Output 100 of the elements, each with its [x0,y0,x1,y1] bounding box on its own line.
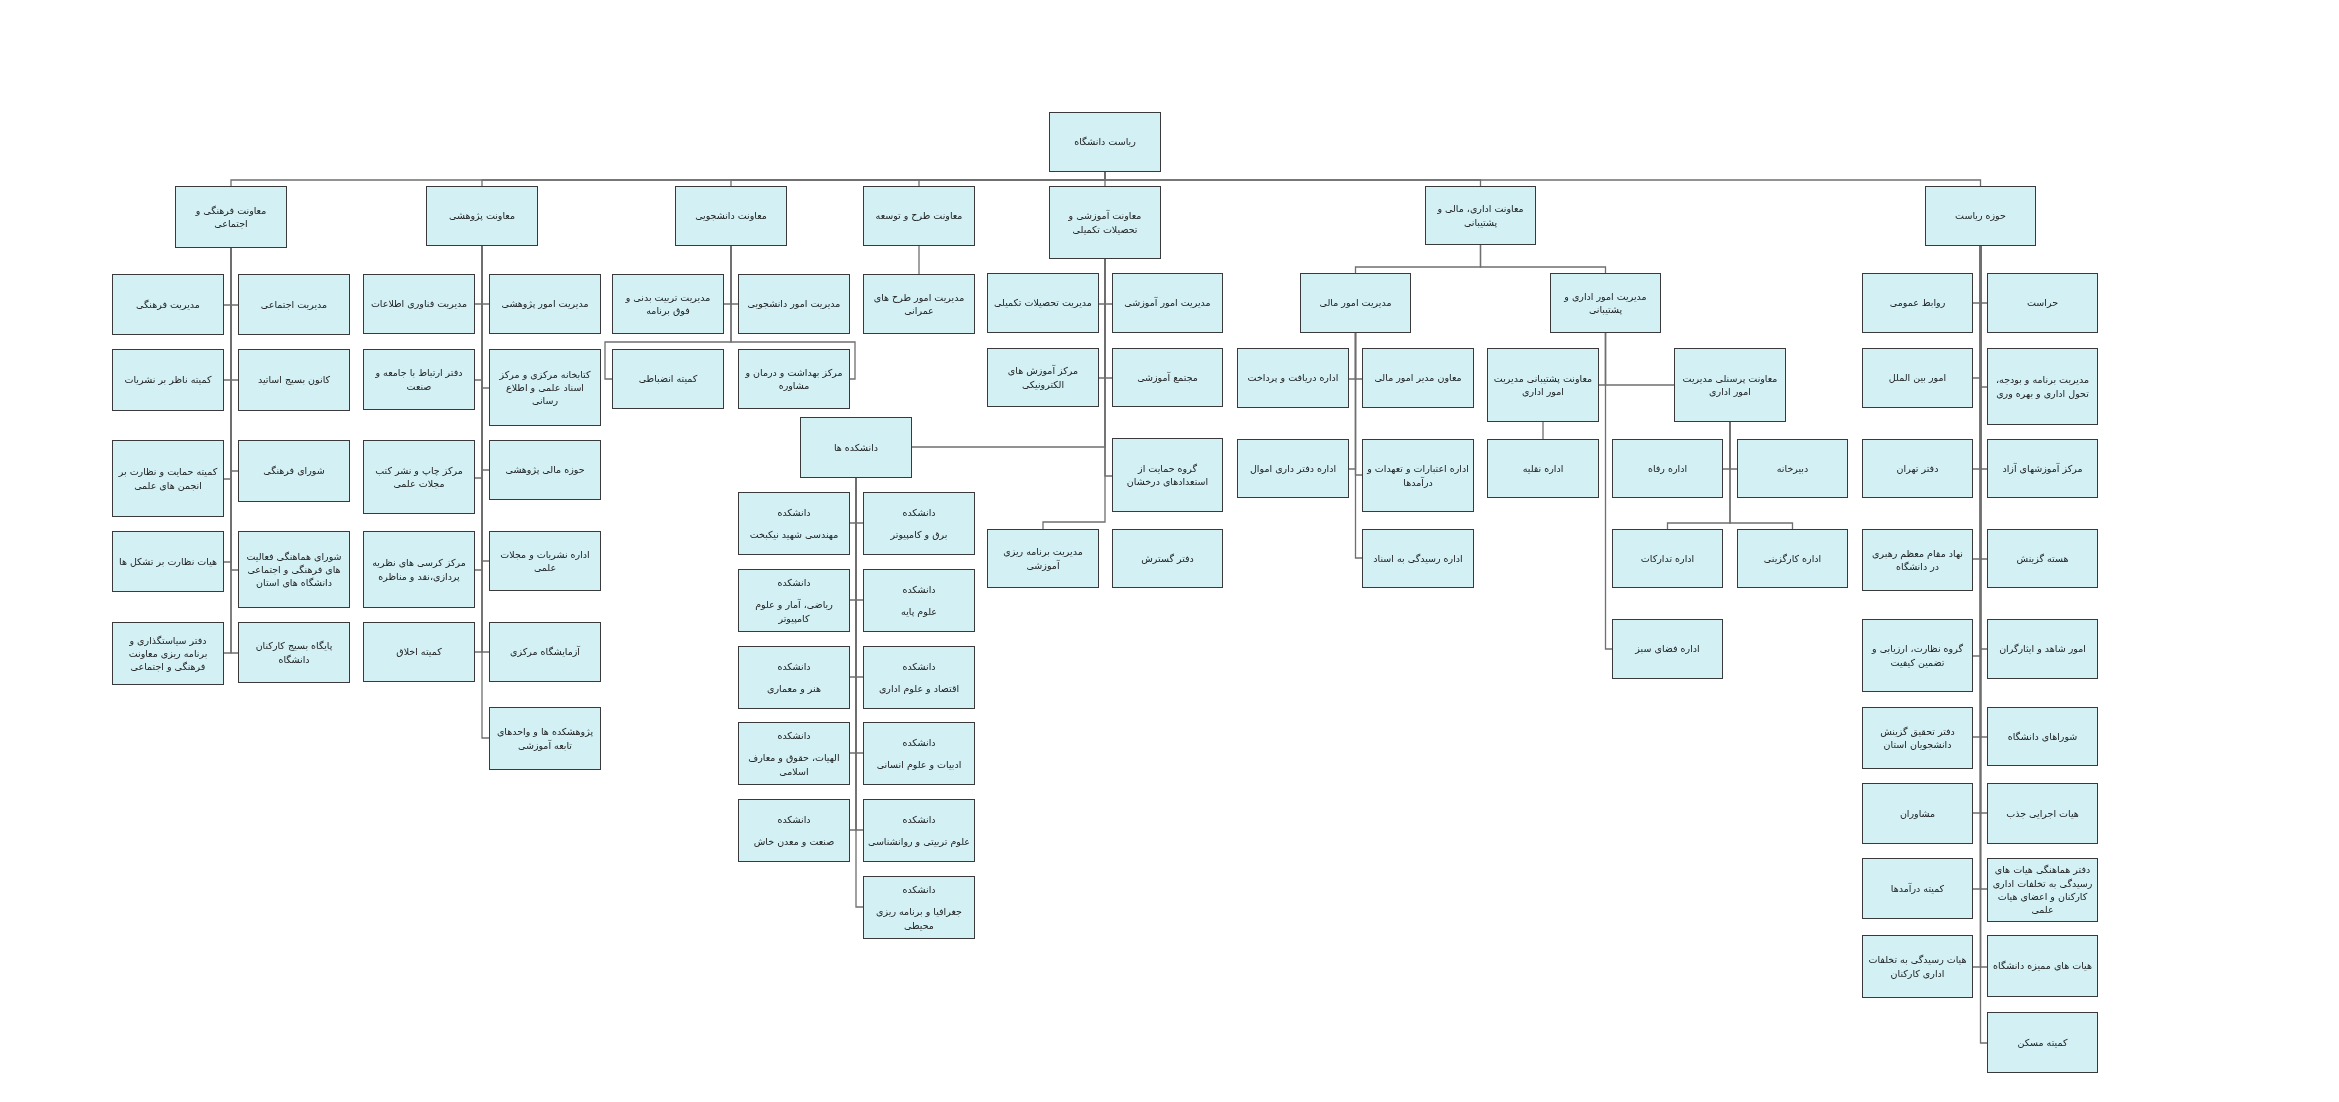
unit-label: شورای هماهنگی فعالیت های فرهنگی و اجتماعی دانشگاه های استان [245,549,343,590]
org-unit-box [1862,783,1973,844]
unit-label: کتابخانه مرکزی و مرکز اسناد علمی و اطلاع رسانی [498,367,592,408]
connector-line [604,245,732,380]
org-unit-box [489,622,601,682]
org-unit-box [1237,348,1349,408]
org-unit-box [612,349,724,409]
connector-line [1666,421,1731,530]
unit-label: مدیریت برنامه ریزی آموزشی [1002,545,1084,572]
unit-label: مدیریت فرهنگی [136,297,200,312]
org-unit-box [863,876,975,939]
unit-label: پایگاه بسیج کارکنان دانشگاه [254,639,334,666]
unit-label: مدیریت امور پژوهشی [501,297,589,311]
unit-label: مرکز چاپ و نشر کتب مجلات علمی [374,463,464,491]
unit-label: دانشکده [777,505,811,519]
unit-label: مرکز کرسی های نظریه پردازی،نقد و مناظره [371,556,467,583]
unit-label: دانشکده ها [833,440,879,455]
org-unit-box [112,622,224,685]
unit-label: اداره دریافت و پرداخت [1247,371,1339,385]
unit-label: اداره اعتبارات و تعهدات و درآمدها [1367,462,1469,489]
org-unit-box [738,799,850,862]
connector-line [1354,244,1482,274]
unit-label: هیات اجرایی جذب [2006,806,2079,821]
unit-label: دانشکده [902,735,936,749]
connector-line [1542,421,1544,440]
unit-label: اداره نقلیه [1522,461,1564,476]
org-unit-box [1112,438,1223,512]
unit-label: مشاوران [1899,806,1936,821]
org-unit-box [112,440,224,517]
unit-label: دفتر تحقیق گزینش دانشجویان استان [1879,724,1956,752]
connector-line [918,245,920,275]
org-unit-box [1987,619,2098,679]
unit-label: مدیریت امور آموزشی [1124,296,1211,310]
unit-label: کمیته مسکن [2017,1035,2068,1050]
unit-label: مدیریت تحصیلات تکمیلی [994,296,1092,310]
unit-label: کمیته ناظر بر نشریات [124,373,212,387]
unit-label: مدیریت امور اداری و پشتیبانی [1563,289,1648,317]
unit-label: مرکز بهداشت و درمان و مشاوره [744,365,844,393]
org-unit-box [112,274,224,335]
unit-label: دفتر سیاستگذاری و برنامه ریزی معاونت فرهنگی و اجتماعی [127,633,209,674]
org-unit-box [863,186,975,246]
unit-label: شوراهای دانشگاه [2007,729,2078,744]
org-unit-box [738,722,850,785]
unit-label: امور بین الملل [1888,371,1947,385]
org-unit-box [1112,273,1223,333]
org-unit-box [1987,529,2098,588]
unit-label: ریاست دانشگاه [1074,135,1136,149]
unit-label: دانشکده [902,505,936,519]
org-unit-box [1112,348,1223,407]
org-unit-box [863,799,975,862]
unit-label: دانشکده [777,729,811,743]
unit-label: هیات های ممیزه دانشگاه [1993,959,2092,973]
unit-label: معاونت پرسنلی مدیریت امور اداری [1681,371,1779,399]
org-unit-box [612,274,724,334]
unit-label: گروه حمایت از استعدادهای درخشان [1125,461,1210,489]
org-unit-box [1487,348,1599,422]
unit-label: معاونت پشتیبانی مدیریت امور اداری [1492,371,1594,399]
org-unit-box [738,492,850,555]
unit-label: اداره کارگزینی [1763,551,1822,566]
org-unit-box [489,349,601,426]
org-unit-box [1425,186,1536,245]
unit-label: دفتر تهران [1896,461,1939,476]
unit-label: دفتر هماهنگی هیات های رسیدگی به تخلفات اداری کارکنان و اعضای هیات علمی [1992,863,2093,917]
org-unit-box [1862,707,1973,769]
org-unit-box [738,646,850,709]
unit-label: دفتر گسترش [1141,551,1194,566]
unit-label: کانون بسیج اساتید [257,373,331,387]
org-unit-box [738,569,850,632]
org-unit-box [1862,439,1973,498]
org-unit-box [1737,439,1848,498]
org-unit-box [1737,529,1848,588]
org-unit-box [987,348,1099,407]
org-unit-box [1674,348,1786,422]
unit-label: معاونت فرهنگی و اجتماعی [194,203,268,231]
unit-label: معاونت اداری، مالی و پشتیبانی [1436,202,1525,229]
org-unit-box [1612,529,1723,588]
unit-label: معاون مدیر امور مالی [1374,371,1462,385]
org-unit-box [1362,529,1474,588]
org-unit-box [238,440,350,502]
unit-label: صنعت و معدن خاش [753,835,835,849]
org-unit-box [363,440,475,514]
org-unit-box [1987,273,2098,333]
org-unit-box [489,707,601,770]
unit-label: روابط عمومی [1889,296,1946,310]
org-unit-box [238,622,350,683]
unit-label: اداره رفاه [1647,461,1688,476]
unit-label: حراست [2027,296,2059,310]
unit-label: کمیته انضباطی [638,372,698,386]
org-unit-box [1987,935,2098,997]
unit-label: برق و کامپیوتر [890,528,948,542]
unit-label: دانشکده [902,883,936,897]
unit-label: مدیریت امور مالی [1319,296,1392,310]
unit-label: معاونت پژوهشی [449,209,515,223]
org-unit-box [1987,439,2098,498]
org-unit-box [363,274,475,334]
org-unit-box [1612,439,1723,498]
org-unit-box [1049,186,1161,259]
org-unit-box [1987,348,2098,425]
org-unit-box [1362,348,1474,408]
unit-label: هسته گزینش [2016,551,2069,566]
